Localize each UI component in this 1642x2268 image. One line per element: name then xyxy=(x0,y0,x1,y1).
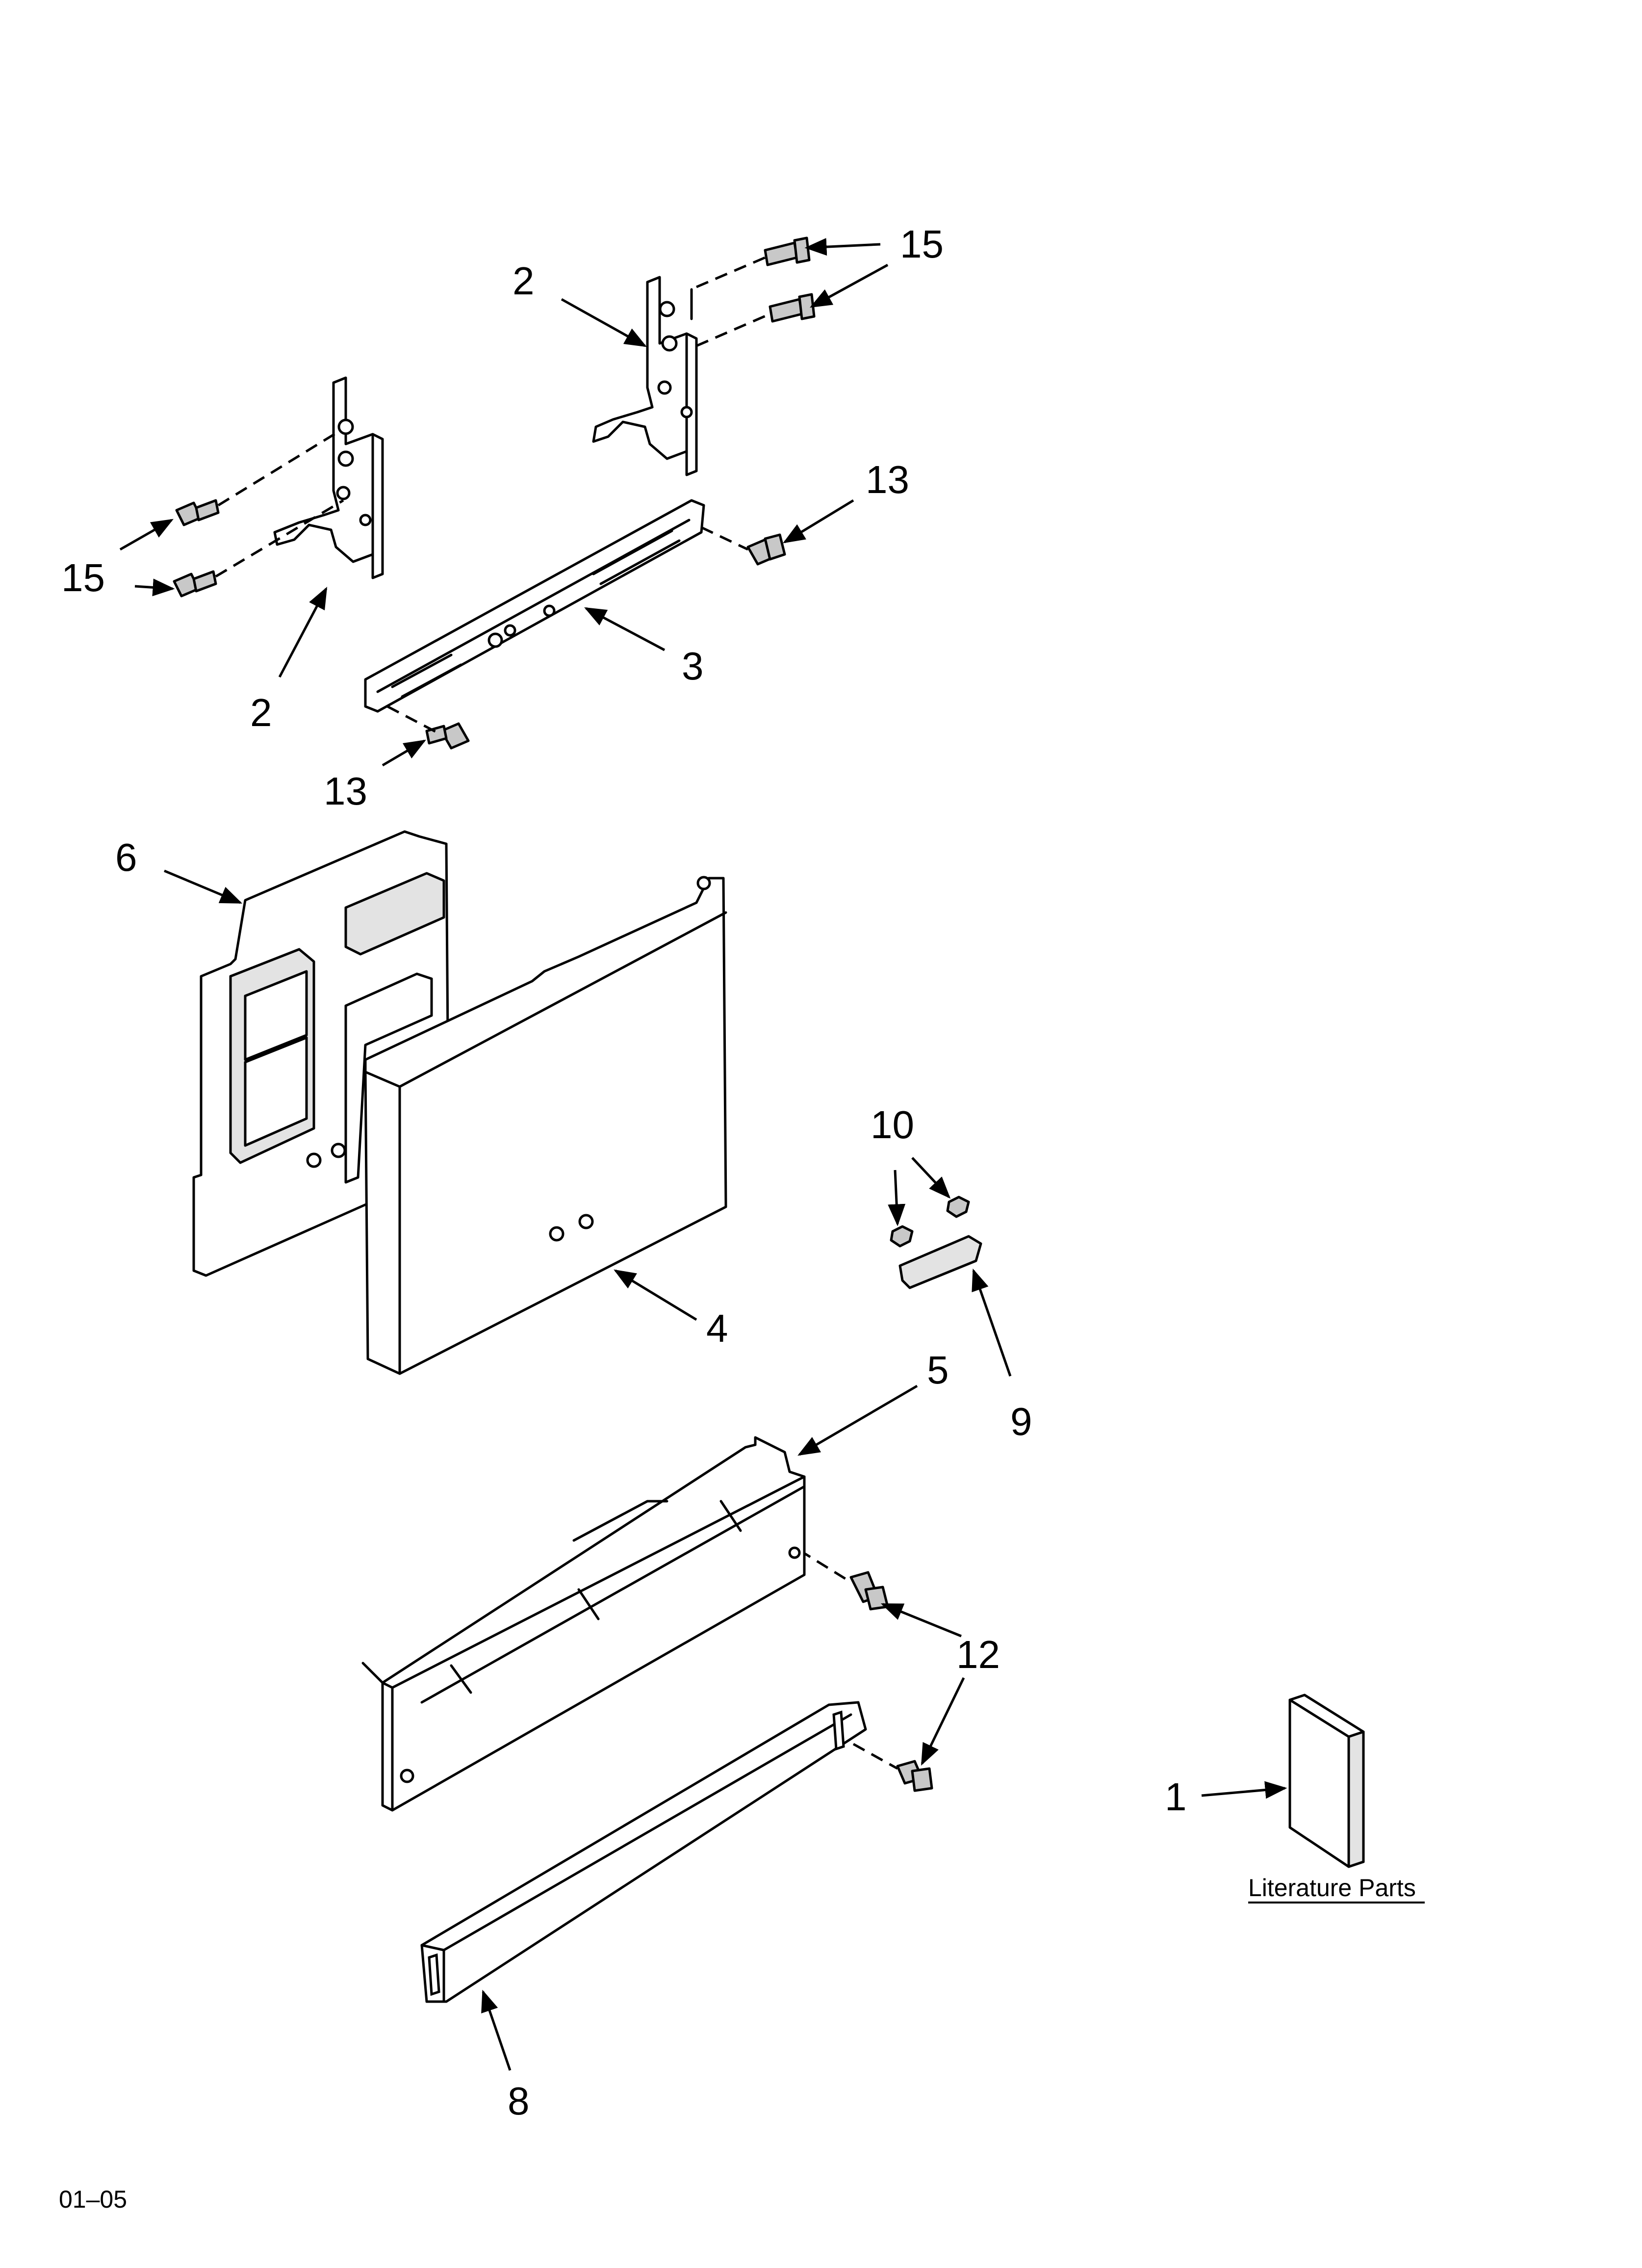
screw-12-upper xyxy=(849,1571,889,1611)
callout-4: 4 xyxy=(706,1306,728,1350)
bracket-upper-right xyxy=(592,276,698,476)
literature-parts-label: Literature Parts xyxy=(1248,1874,1416,1902)
page-code: 01–05 xyxy=(59,2186,127,2213)
mounting-rail xyxy=(364,499,705,713)
callout-13-left: 13 xyxy=(324,769,367,813)
callout-15-left: 15 xyxy=(61,556,105,600)
kickplate xyxy=(420,1701,867,2003)
callout-8: 8 xyxy=(508,2079,530,2123)
screw-15-top-a xyxy=(764,236,811,266)
callout-2-left: 2 xyxy=(250,691,272,734)
callout-1: 1 xyxy=(1165,1775,1187,1819)
nut-10-b xyxy=(890,1225,914,1248)
leader-arrows xyxy=(119,238,1287,2071)
callout-6: 6 xyxy=(115,835,137,879)
callout-5: 5 xyxy=(927,1348,949,1392)
inner-door-panel xyxy=(192,830,450,1277)
callout-15-top: 15 xyxy=(900,222,944,266)
screw-15-left-a xyxy=(175,499,220,526)
bracket-upper-left xyxy=(273,376,384,579)
outer-door-panel xyxy=(364,876,727,1375)
callout-13-top: 13 xyxy=(866,458,909,501)
screw-12-lower xyxy=(896,1760,933,1792)
nut-10-a xyxy=(946,1196,970,1218)
handle-badge xyxy=(898,1235,982,1289)
callout-2-top: 2 xyxy=(513,259,535,303)
literature-booklet xyxy=(1288,1694,1365,1868)
screw-13-right xyxy=(746,533,786,566)
screw-13-left xyxy=(425,722,470,750)
screw-15-left-b xyxy=(173,570,217,598)
callout-3: 3 xyxy=(682,644,704,688)
screw-15-top-b xyxy=(769,293,816,323)
callout-9: 9 xyxy=(1010,1400,1032,1443)
callout-12: 12 xyxy=(956,1633,1000,1676)
toe-panel xyxy=(361,1436,806,1812)
callout-10: 10 xyxy=(871,1103,914,1147)
